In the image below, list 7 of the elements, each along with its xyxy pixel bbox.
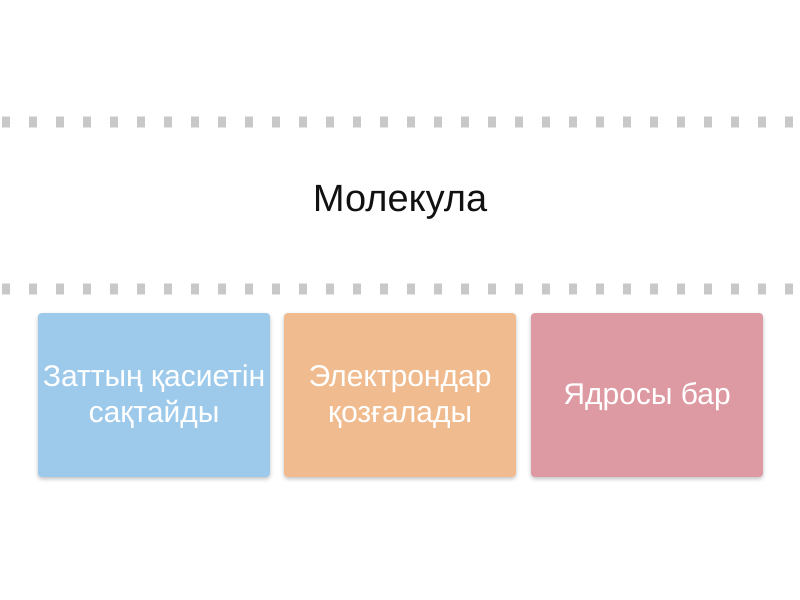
term-text: Молекула — [312, 178, 488, 221]
answer-card — [38, 313, 270, 477]
answer-card — [531, 313, 763, 477]
answer-text: Ядросы бар — [562, 377, 732, 413]
answer-card — [284, 313, 516, 477]
answer-text: Электрондар қозғалады — [308, 359, 492, 431]
answer-text: Заттың қасиетін сақтайды — [42, 359, 266, 431]
